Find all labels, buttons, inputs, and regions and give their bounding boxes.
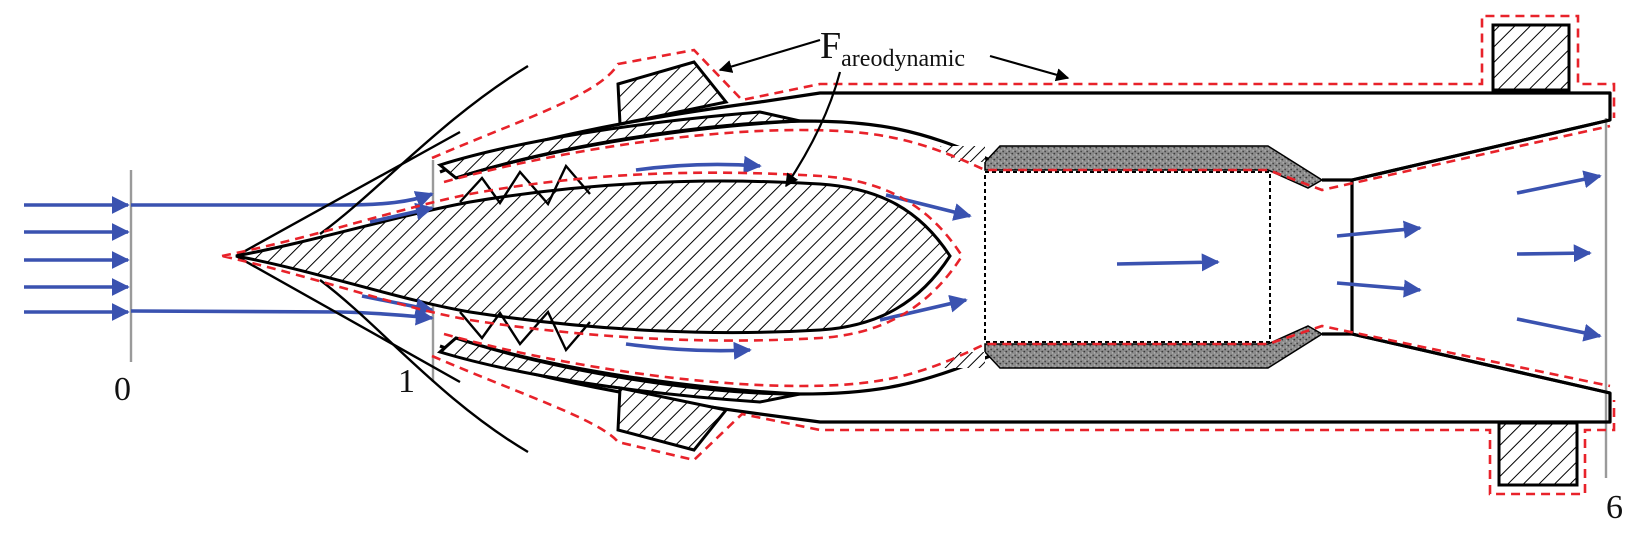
combustor-liner-upper: [984, 145, 1324, 189]
control-volume-boundary: [221, 14, 1616, 496]
mount-forward-upper: [616, 60, 729, 126]
combustor-liner-lower: [984, 325, 1324, 369]
stream-tube-upper: [131, 191, 434, 208]
station-label-0: 0: [114, 371, 131, 408]
liner-hatch-lower: [940, 352, 985, 368]
inner-duct-lower: [455, 336, 1035, 396]
freestream-arrows: [24, 196, 130, 321]
combustion-chamber: [984, 171, 1271, 343]
nozzle-wall-upper: [1322, 118, 1611, 182]
force-label-group: Fareodynamic: [718, 25, 1070, 188]
station-label-6: 6: [1606, 489, 1623, 526]
mount-aft-upper: [1491, 23, 1571, 92]
inner-duct-upper: [455, 119, 1035, 180]
stream-tube-lower: [130, 307, 434, 326]
liner-hatch-upper: [940, 146, 985, 162]
force-leader-to-body: [785, 71, 842, 188]
force-leader-to-mount: [718, 38, 821, 73]
force-label: Fareodynamic: [820, 25, 965, 72]
nozzle-wall-lower: [1322, 332, 1611, 395]
mount-aft-lower: [1497, 421, 1579, 487]
shock-waves: [235, 64, 529, 454]
force-leader-to-nacelle: [989, 54, 1070, 82]
struts: [459, 163, 591, 353]
station-label-1: 1: [398, 363, 415, 400]
mount-forward-lower: [616, 386, 729, 452]
